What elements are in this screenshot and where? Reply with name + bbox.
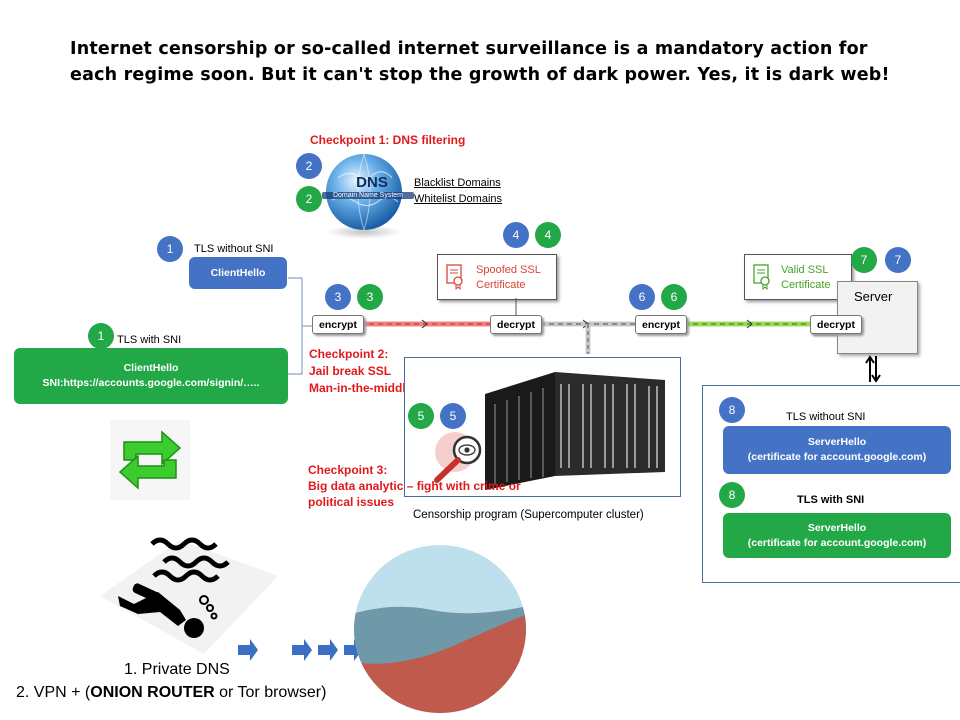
- step-badge-5-blue: 5: [440, 403, 466, 429]
- step-badge-7-blue: 7: [885, 247, 911, 273]
- server-hello-green-title: ServerHello: [807, 521, 867, 534]
- server-hello-blue-box: ServerHello (certificate for account.goo…: [723, 426, 951, 474]
- client-hello-label: ClientHello: [210, 266, 266, 279]
- server-label: Server: [854, 289, 893, 304]
- checkpoint-2-title: Checkpoint 2:: [309, 347, 389, 361]
- decrypt-pill-1: decrypt: [490, 315, 542, 334]
- server-decrypt-pill: decrypt: [810, 315, 862, 334]
- bypass-item-vpn: 2. VPN + (ONION ROUTER or Tor browser): [16, 684, 326, 702]
- checkpoint-2-line2: Jail break SSL: [309, 364, 392, 378]
- checkpoint-1-label: Checkpoint 1: DNS filtering: [310, 133, 466, 147]
- step-badge-3-green: 3: [357, 284, 383, 310]
- step-badge-1-blue: 1: [157, 236, 183, 262]
- valid-ssl-certificate: Valid SSL Certificate: [744, 254, 852, 300]
- encrypt-pill-2: encrypt: [635, 315, 687, 334]
- checkpoint-3-label: Checkpoint 3: Big data analytic – fight …: [308, 462, 521, 510]
- step-badge-6-blue: 6: [629, 284, 655, 310]
- checkpoint-3-line3: political issues: [308, 495, 395, 509]
- page-title: Internet censorship or so-called interne…: [70, 39, 890, 85]
- tls-pipeline: [360, 319, 886, 354]
- spoofed-cert-connector: [515, 298, 517, 316]
- step-badge-5-green: 5: [408, 403, 434, 429]
- valid-cert-line1: Valid SSL: [781, 264, 829, 276]
- recycle-arrows-icon: [110, 420, 190, 500]
- bypass-onion-router: ONION ROUTER: [90, 684, 215, 701]
- server-hello-green-box: ServerHello (certificate for account.goo…: [723, 513, 951, 558]
- tls-without-sni-label: TLS without SNI: [194, 243, 274, 255]
- checkpoint-2-label: Checkpoint 2: Jail break SSL Man-in-the-…: [309, 346, 412, 397]
- dns-logo-subtitle: Domain Name System: [322, 192, 414, 199]
- step-badge-2-green: 2: [296, 186, 322, 212]
- magnifier-eye-icon: [434, 432, 482, 483]
- certificate-icon: [446, 264, 463, 290]
- blacklist-domains-label: Blacklist Domains: [414, 177, 501, 189]
- bypass-item-private-dns: 1. Private DNS: [124, 661, 230, 678]
- step-badge-8-blue: 8: [719, 397, 745, 423]
- checkpoint-2-line3: Man-in-the-middle: [309, 381, 413, 395]
- step-badge-7-green: 7: [851, 247, 877, 273]
- spoofed-cert-line1: Spoofed SSL: [476, 264, 541, 276]
- scuba-diver-icon: [100, 537, 278, 654]
- server-tls-without-sni-label: TLS without SNI: [786, 411, 866, 423]
- supercomputer-cluster-icon: [485, 372, 665, 490]
- server-tls-with-sni-label: TLS with SNI: [797, 494, 865, 506]
- step-badge-4-blue: 4: [503, 222, 529, 248]
- whitelist-domains-label: Whitelist Domains: [414, 193, 503, 205]
- client-hello-sni-box: ClientHello SNI:https://accounts.google.…: [14, 348, 288, 404]
- spoofed-ssl-certificate: Spoofed SSL Certificate: [437, 254, 557, 300]
- step-badge-3-blue: 3: [325, 284, 351, 310]
- server-hello-blue-title: ServerHello: [807, 436, 867, 448]
- server-hello-green-cert: (certificate for account.google.com): [747, 536, 927, 549]
- dns-logo-text: DNS: [356, 174, 388, 191]
- client-hello-box: ClientHello: [189, 257, 287, 289]
- spoofed-cert-line2: Certificate: [476, 279, 526, 291]
- flow-arrows: [238, 639, 362, 661]
- bypass-vpn-suffix: or Tor browser): [214, 684, 327, 701]
- certificate-icon: [753, 264, 770, 290]
- step-badge-4-green: 4: [535, 222, 561, 248]
- checkpoint-3-line2: Big data analytic – fight with crime or: [308, 479, 521, 493]
- bidirectional-arrow-icon: [865, 355, 881, 383]
- server-hello-blue-cert: (certificate for account.google.com): [747, 451, 927, 463]
- step-badge-8-green: 8: [719, 482, 745, 508]
- tls-with-sni-label: TLS with SNI: [117, 334, 182, 346]
- step-badge-2-blue: 2: [296, 153, 322, 179]
- checkpoint-3-title: Checkpoint 3:: [308, 463, 388, 477]
- step-badge-6-green: 6: [661, 284, 687, 310]
- censorship-program-caption: Censorship program (Supercomputer cluste…: [413, 509, 644, 521]
- valid-cert-line2: Certificate: [781, 279, 831, 291]
- deep-web-iceberg-circle: [354, 545, 526, 713]
- bypass-vpn-prefix: 2. VPN + (: [16, 684, 91, 701]
- client-hello-sni-title: ClientHello: [123, 362, 179, 374]
- client-hello-sni-url: SNI:https://accounts.google.com/signin/……: [42, 377, 260, 389]
- step-badge-1-green: 1: [88, 323, 114, 349]
- encrypt-pill-1: encrypt: [312, 315, 364, 334]
